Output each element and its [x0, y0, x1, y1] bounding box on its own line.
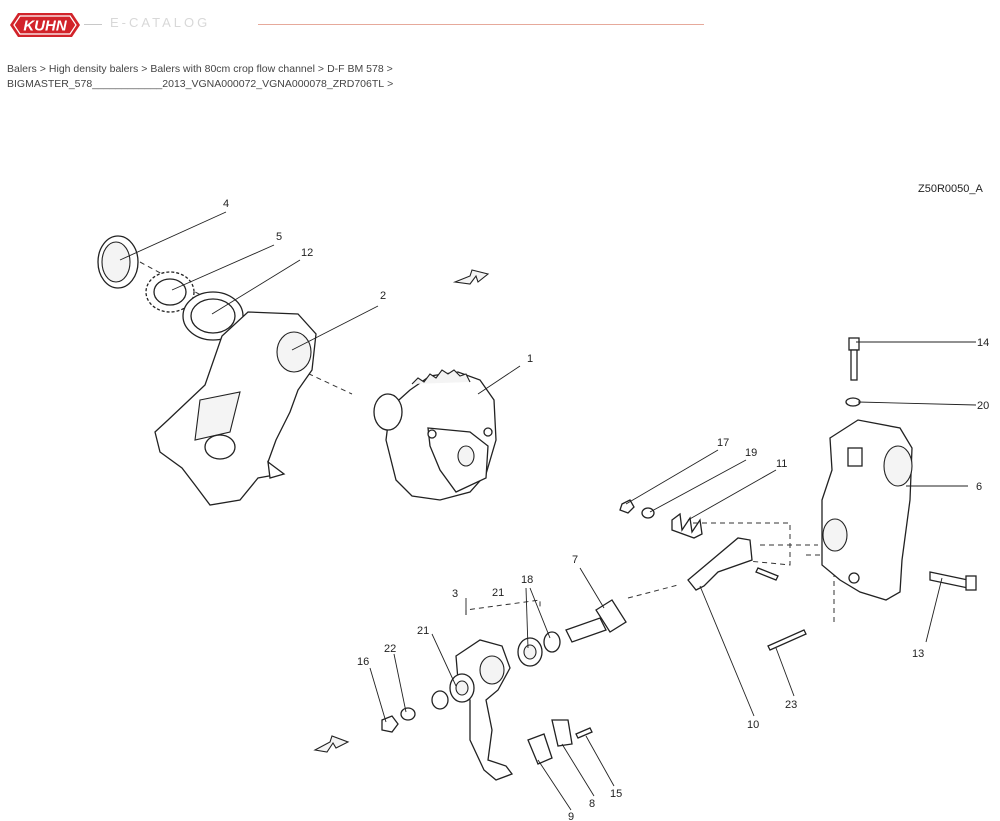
breadcrumb: Balers>High density balers>Balers with 8… [7, 62, 707, 92]
kuhn-logo[interactable]: KUHN [8, 10, 82, 40]
breadcrumb-item-bigmaster[interactable]: BIGMASTER_578____________2013_VGNA000072… [7, 78, 385, 90]
part-screw-15[interactable] [575, 727, 593, 739]
callout-19[interactable]: 19 [745, 447, 757, 459]
part-plate-8[interactable] [551, 719, 573, 747]
callout-7[interactable]: 7 [572, 554, 578, 566]
part-washer-top[interactable] [845, 397, 861, 407]
callout-16[interactable]: 16 [357, 656, 369, 668]
part-bolt-top[interactable] [848, 337, 860, 381]
callout-13[interactable]: 13 [912, 648, 924, 660]
part-plate-9[interactable] [527, 733, 553, 765]
orientation-arrow-bottom-icon [313, 735, 350, 753]
callout-2[interactable]: 2 [380, 290, 386, 302]
part-bracket-housing[interactable] [821, 419, 913, 601]
breadcrumb-separator: > [387, 78, 394, 90]
callout-3[interactable]: 3 [452, 588, 458, 600]
callout-9[interactable]: 9 [568, 811, 574, 821]
part-circlip-18[interactable] [543, 631, 561, 653]
header-divider [258, 24, 704, 25]
catalog-title: E-CATALOG [110, 15, 211, 30]
callout-20[interactable]: 20 [977, 400, 989, 412]
callout-21-upper[interactable]: 21 [492, 587, 504, 599]
part-washer-22[interactable] [400, 707, 416, 721]
breadcrumb-separator: > [386, 63, 393, 75]
callout-8[interactable]: 8 [589, 798, 595, 810]
breadcrumb-item-df-bm578[interactable]: D-F BM 578 [327, 63, 384, 75]
callout-23[interactable]: 23 [785, 699, 797, 711]
part-circlip-lower[interactable] [431, 690, 449, 710]
callout-12[interactable]: 12 [301, 247, 313, 259]
breadcrumb-item-balers[interactable]: Balers [7, 63, 37, 75]
catalog-header: KUHN E-CATALOG [0, 0, 1000, 50]
callout-1[interactable]: 1 [527, 353, 533, 365]
part-crank-arm[interactable] [455, 639, 514, 781]
breadcrumb-item-80cm-channel[interactable]: Balers with 80cm crop flow channel [150, 63, 315, 75]
callout-11[interactable]: 11 [776, 458, 787, 470]
breadcrumb-separator: > [317, 63, 325, 75]
brand-name: KUHN [23, 18, 67, 35]
callout-22[interactable]: 22 [384, 643, 396, 655]
part-serrated-washer[interactable] [145, 271, 195, 313]
part-rod[interactable] [767, 629, 807, 651]
part-washer-19[interactable] [641, 507, 655, 519]
header-divider-short [84, 24, 102, 25]
callout-6[interactable]: 6 [976, 481, 982, 493]
callout-17[interactable]: 17 [717, 437, 729, 449]
diagram-code: Z50R0050_A [918, 183, 983, 195]
callout-10[interactable]: 10 [747, 719, 759, 731]
breadcrumb-separator: > [141, 63, 148, 75]
callout-4[interactable]: 4 [223, 198, 229, 210]
callout-5[interactable]: 5 [276, 231, 282, 243]
part-lever-plate[interactable] [687, 537, 779, 591]
part-bearing-housing[interactable] [154, 311, 317, 506]
part-spring[interactable] [671, 512, 703, 539]
part-bolt-right[interactable] [929, 571, 977, 591]
callout-15[interactable]: 15 [610, 788, 622, 800]
part-nut-16[interactable] [381, 715, 399, 733]
part-pin[interactable] [565, 599, 627, 643]
callout-14[interactable]: 14 [977, 337, 989, 349]
orientation-arrow-top-icon [452, 269, 490, 285]
callout-18[interactable]: 18 [521, 574, 533, 586]
part-gear-hub[interactable] [373, 369, 497, 501]
part-bearing-21-upper[interactable] [517, 637, 543, 667]
part-bearing-21-lower[interactable] [449, 673, 475, 703]
breadcrumb-separator: > [39, 63, 46, 75]
breadcrumb-item-high-density-balers[interactable]: High density balers [48, 63, 139, 75]
part-cover-cap[interactable] [97, 235, 139, 289]
part-nut-17[interactable] [619, 499, 635, 514]
callout-21-lower[interactable]: 21 [417, 625, 429, 637]
